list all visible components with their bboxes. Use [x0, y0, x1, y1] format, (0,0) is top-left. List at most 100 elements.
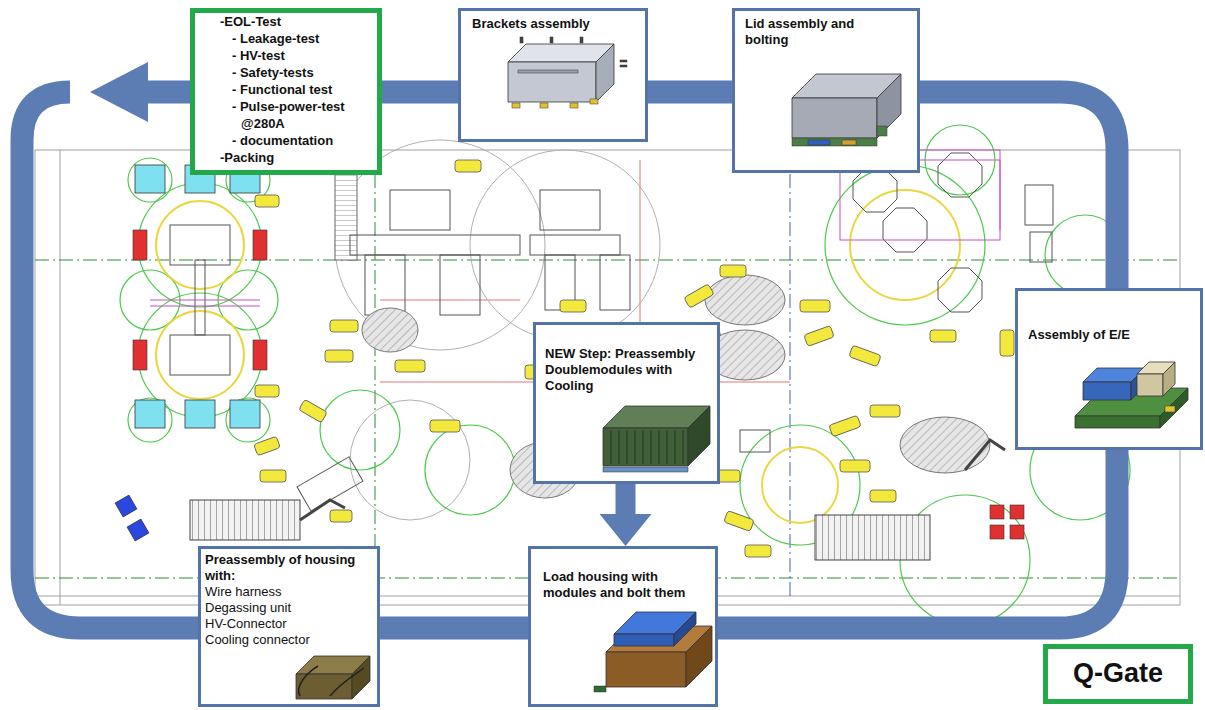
part-face: [686, 626, 712, 687]
machine-outline: [1025, 185, 1053, 225]
part-detail: [518, 70, 578, 73]
step-title: -EOL-Test: [195, 13, 373, 30]
machine-outline: [853, 168, 897, 212]
axis-line: [35, 260, 1180, 261]
process-loop: [90, 62, 148, 122]
fixture-block: [745, 545, 771, 557]
machine-outline: [170, 225, 230, 265]
fixture-block: [260, 470, 286, 482]
hatched-zone: [705, 275, 785, 325]
part-detail: [603, 467, 688, 472]
station-ring: [156, 201, 244, 289]
test-step-box: -EOL-Test- Leakage-test- HV-test- Safety…: [190, 8, 382, 175]
fixture-block: [430, 420, 460, 432]
part-face: [877, 74, 901, 138]
conveyor: [815, 515, 930, 560]
hatched-zone: [362, 308, 418, 352]
magenta-line: [150, 306, 260, 307]
process-box: Load housing with modules and bolt them: [528, 546, 718, 707]
fixture-block: [1000, 330, 1014, 356]
part-face: [596, 44, 614, 102]
red-part: [133, 230, 1024, 539]
rack: [135, 165, 260, 428]
part-face: [688, 406, 710, 466]
red-part: [133, 230, 147, 260]
cell-line: [611, 430, 612, 464]
rack: [135, 165, 165, 193]
process-box: Assembly of E/E: [1015, 288, 1203, 450]
robot-arm: [300, 500, 345, 520]
cell-line: [619, 430, 620, 464]
red-part: [1010, 505, 1024, 519]
part-illustration: [296, 656, 370, 699]
machine-outline: [1030, 232, 1052, 262]
station-circle: [128, 398, 172, 442]
flow-arrow: [616, 484, 636, 516]
machine-outline: [938, 268, 982, 312]
fixture-block: [800, 300, 830, 312]
fixture-block: [254, 160, 1014, 557]
cell-line: [683, 430, 684, 464]
step-title: NEW Step: Preassembly Doublemodules with…: [545, 346, 710, 394]
step-item: - documentation: [195, 132, 373, 149]
blue-part: [127, 519, 149, 541]
red-guide-line: [380, 300, 520, 301]
cell-line: [675, 430, 676, 464]
red-part: [253, 230, 267, 260]
process-box: NEW Step: Preassembly Doublemodules with…: [533, 322, 720, 484]
fixture-block: [330, 510, 352, 522]
cable: [330, 668, 364, 696]
fixture-block: [829, 415, 861, 437]
part-detail: [590, 99, 598, 104]
part-detail: [540, 103, 548, 108]
step-item: HV-Connector: [205, 616, 365, 632]
part-detail: [842, 140, 856, 145]
station-ring: [850, 190, 960, 300]
machine-outline: [440, 255, 480, 315]
step-title: Lid assembly and bolting: [745, 16, 880, 48]
part-face: [603, 428, 688, 466]
fixture-block: [684, 284, 714, 308]
red-part: [133, 340, 147, 370]
part-face: [792, 98, 877, 138]
station-circle: [226, 398, 270, 442]
cell-line: [635, 430, 636, 464]
part-illustration: [603, 406, 710, 472]
step-title: Preassembly of housing with:: [205, 552, 365, 584]
step-item: Degassing unit: [205, 600, 365, 616]
fixture-block: [255, 195, 279, 207]
axis-line: [375, 150, 376, 600]
big-station-circle: [350, 400, 470, 520]
machine-outline: [170, 153, 1053, 511]
cable: [299, 666, 318, 696]
machine-outline: [740, 430, 770, 452]
rack: [230, 400, 260, 428]
station-circle: [425, 425, 515, 515]
machine-outline: [350, 235, 520, 255]
process-loop: [22, 62, 1117, 628]
part-face: [352, 656, 370, 699]
quality-gate-box: Q-Gate: [1043, 644, 1193, 704]
step-item: - Pulse-power-test @280A: [195, 98, 373, 132]
axis-line: [790, 150, 791, 600]
part-face: [1083, 382, 1131, 400]
part-detail: [570, 103, 578, 108]
fixture-block: [560, 300, 586, 312]
step-item: Wire harness: [205, 584, 365, 600]
red-part: [253, 340, 267, 370]
fixture-block: [724, 511, 754, 532]
cell-line: [651, 430, 652, 464]
fixture-block: [395, 360, 425, 372]
step-item: - Safety-tests: [195, 64, 373, 81]
part-face: [1163, 362, 1175, 396]
machine-outline: [883, 208, 927, 252]
part-face: [1137, 374, 1163, 396]
red-part: [990, 525, 1004, 539]
part-illustration: [594, 612, 712, 692]
station-circle: [128, 158, 172, 202]
fixture-block: [870, 490, 896, 502]
blue-part: [115, 495, 137, 517]
part-detail: [808, 140, 830, 145]
big-station-circle: [470, 150, 660, 340]
